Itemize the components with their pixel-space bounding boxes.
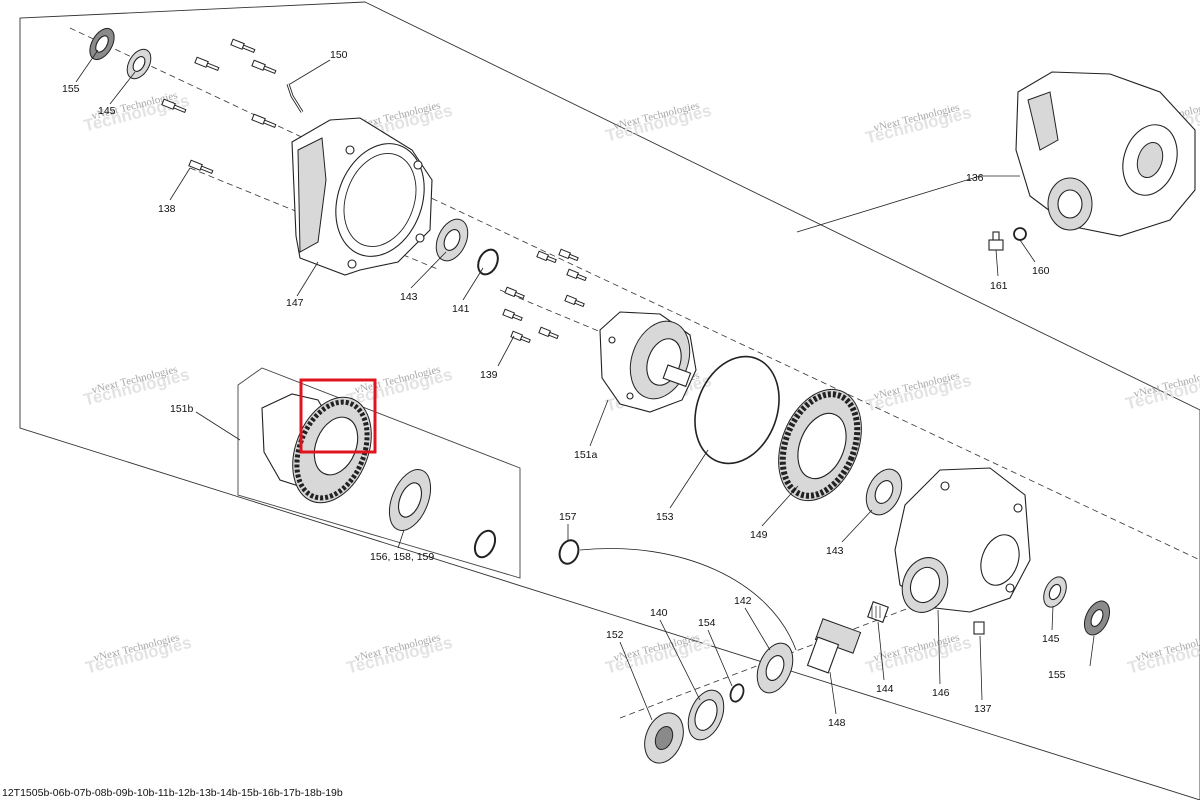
label-155[interactable]: 155	[1048, 669, 1066, 681]
label-161[interactable]: 161	[990, 280, 1008, 292]
part-142-bearing[interactable]	[750, 638, 799, 698]
part-snap-ring-inset[interactable]	[471, 528, 499, 561]
label-155[interactable]: 155	[62, 83, 80, 95]
part-139-bolts[interactable]	[502, 248, 587, 344]
label-149[interactable]: 149	[750, 529, 768, 541]
axis-upper	[69, 27, 1200, 561]
label-154[interactable]: 154	[698, 617, 716, 629]
label-157[interactable]: 157	[559, 511, 577, 523]
label-148[interactable]: 148	[828, 717, 846, 729]
part-145-bearing[interactable]	[122, 45, 155, 83]
part-157-o-ring[interactable]	[556, 538, 581, 567]
label-151b[interactable]: 151b	[170, 403, 194, 415]
leader-157-curve	[579, 548, 797, 651]
part-155-seal[interactable]	[85, 24, 119, 63]
part-153-o-ring[interactable]	[681, 345, 794, 476]
part-145-bearing-lower[interactable]	[1039, 573, 1071, 610]
part-137-drain-plug[interactable]	[973, 621, 985, 635]
label-140[interactable]: 140	[650, 607, 668, 619]
part-143-bearing-lower[interactable]	[859, 463, 908, 520]
part-148-pinion-shaft[interactable]	[806, 618, 862, 674]
part-154-washer[interactable]	[728, 682, 746, 703]
part-152-seal[interactable]	[638, 707, 691, 769]
label-143[interactable]: 143	[826, 545, 844, 557]
label-138[interactable]: 138	[158, 203, 176, 215]
part-151a-differential[interactable]	[599, 311, 700, 413]
label-147[interactable]: 147	[286, 297, 304, 309]
callout-labels: 155 145 150 138 147 143 141 139 136 161 …	[62, 49, 1066, 729]
label-146[interactable]: 146	[932, 687, 950, 699]
part-150-vent-fitting[interactable]	[286, 83, 304, 113]
label-160[interactable]: 160	[1032, 265, 1050, 277]
part-141-snap-ring[interactable]	[474, 246, 501, 277]
label-142[interactable]: 142	[734, 595, 752, 607]
highlight-box	[299, 378, 377, 454]
part-138-bolts[interactable]	[161, 38, 277, 175]
part-161-bolt[interactable]	[988, 231, 1004, 251]
label-153[interactable]: 153	[656, 511, 674, 523]
label-144[interactable]: 144	[876, 683, 894, 695]
leader-lines	[75, 49, 1095, 721]
label-136[interactable]: 136	[966, 172, 984, 184]
label-143[interactable]: 143	[400, 291, 418, 303]
part-147-front-housing[interactable]	[291, 117, 439, 276]
label-145[interactable]: 145	[98, 105, 116, 117]
label-137[interactable]: 137	[974, 703, 992, 715]
label-151a[interactable]: 151a	[574, 449, 598, 461]
label-156-158-159[interactable]: 156, 158, 159	[370, 551, 434, 563]
label-139[interactable]: 139	[480, 369, 498, 381]
reference-code: 12T1505b-06b-07b-08b-09b-10b-11b-12b-13b…	[2, 787, 343, 799]
part-144-needle-bearing[interactable]	[867, 601, 889, 623]
label-152[interactable]: 152	[606, 629, 624, 641]
axis-bolts-2	[499, 289, 621, 341]
label-150[interactable]: 150	[330, 49, 348, 61]
part-160-washer[interactable]	[1013, 227, 1027, 241]
part-143-bearing-upper[interactable]	[430, 214, 474, 266]
part-156-thrust-washer[interactable]	[381, 464, 438, 537]
part-155-seal-lower[interactable]	[1079, 597, 1114, 639]
part-151b-differential-assembly[interactable]	[261, 386, 386, 515]
part-149-ring-gear[interactable]	[763, 377, 877, 513]
part-136-gearbox-assembly[interactable]	[1015, 71, 1196, 237]
part-146-rear-housing[interactable]	[894, 467, 1031, 619]
label-145[interactable]: 145	[1042, 633, 1060, 645]
part-140-coupler[interactable]	[681, 685, 730, 745]
label-141[interactable]: 141	[452, 303, 470, 315]
assembly-frame	[19, 1, 1200, 800]
subassembly-frame	[237, 367, 521, 579]
